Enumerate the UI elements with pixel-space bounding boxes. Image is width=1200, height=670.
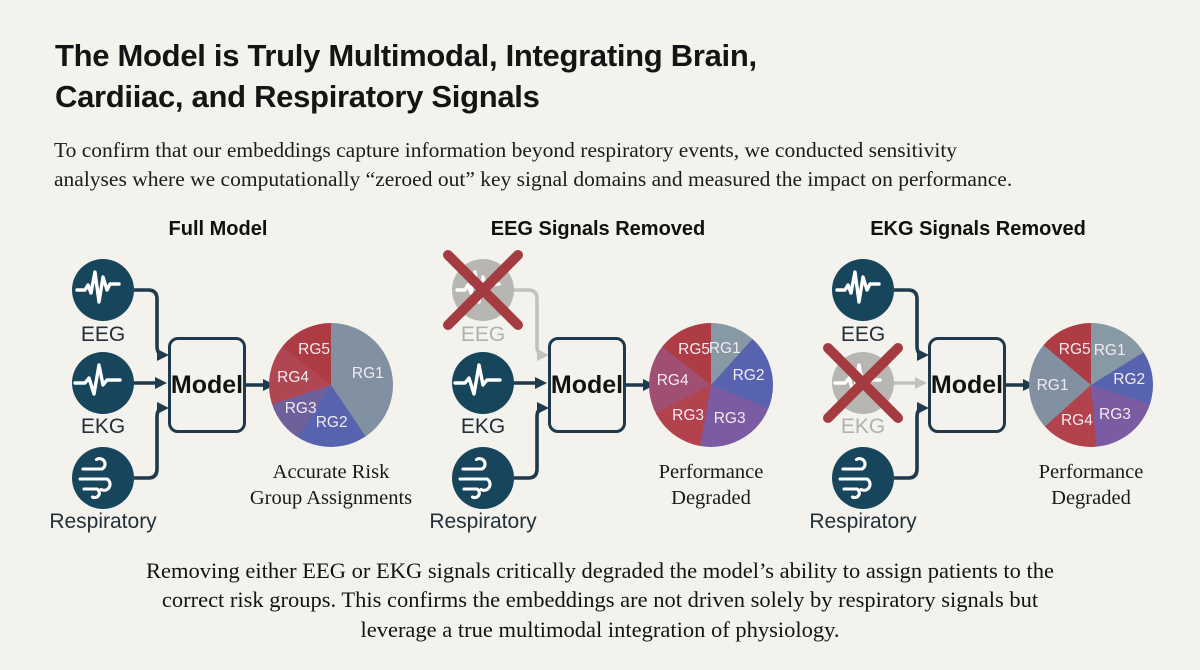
- page-subtitle-line-1: To confirm that our embeddings capture i…: [54, 138, 958, 162]
- pie-slice-label: RG2: [732, 367, 765, 385]
- eeg-label: EEG: [80, 323, 126, 346]
- pie-caption-line-1: Performance: [658, 461, 764, 483]
- pie-slice-label: RG3: [672, 406, 705, 424]
- conclusion-line-3: leverage a true multimodal integration o…: [360, 616, 840, 642]
- pie-caption-line-1: Accurate Risk: [272, 461, 390, 483]
- panel-eeg-removed: EEG Signals Removed EEG EKG Respiratory …: [408, 215, 788, 555]
- pie-slice-label: RG2: [1113, 371, 1146, 389]
- eeg-arrowhead-icon: [537, 349, 549, 361]
- respiratory-arrowhead-icon: [917, 402, 929, 414]
- respiratory-label: Respiratory: [429, 510, 537, 533]
- eeg-circle: [72, 259, 134, 321]
- conclusion-line-2: correct risk groups. This confirms the e…: [161, 587, 1039, 613]
- pie-slice-label: RG4: [277, 369, 310, 387]
- respiratory-label: Respiratory: [809, 510, 917, 533]
- panel-diagram: [823, 259, 1035, 509]
- pie-caption: Performance Degraded: [971, 460, 1200, 511]
- eeg-x-mark-icon: [443, 250, 523, 330]
- pie-slice-label: RG1: [351, 364, 384, 382]
- conclusion-text: Removing either EEG or EKG signals criti…: [0, 556, 1200, 644]
- page-subtitle: To confirm that our embeddings capture i…: [54, 136, 1012, 193]
- respiratory-arrowhead-icon: [537, 402, 549, 414]
- pie-caption-line-2: Group Assignments: [249, 486, 413, 509]
- panel-ekg-removed: EKG Signals Removed EEG EKG Respiratory …: [788, 215, 1168, 555]
- model-box: Model: [168, 337, 246, 433]
- pie-slice-label: RG5: [678, 341, 711, 359]
- model-box: Model: [928, 337, 1006, 433]
- eeg-arrowhead-icon: [157, 349, 169, 361]
- pie-slice-label: RG3: [284, 399, 317, 417]
- ekg-label: EKG: [80, 415, 126, 438]
- model-box: Model: [548, 337, 626, 433]
- pie-caption-line-2: Degraded: [1051, 486, 1131, 509]
- wind-icon: [458, 457, 492, 500]
- panel-diagram: [443, 250, 655, 509]
- ekg-waveform-icon: [453, 363, 502, 396]
- eeg-circle: [832, 259, 894, 321]
- pie-slice-label: RG4: [1060, 411, 1093, 429]
- page-title-line-1: The Model is Truly Multimodal, Integrati…: [55, 38, 757, 73]
- panel-heading: EEG Signals Removed: [490, 218, 706, 240]
- eeg-waveform-icon: [835, 270, 881, 304]
- eeg-label: EEG: [840, 323, 886, 346]
- ekg-arrowhead-icon: [915, 377, 927, 389]
- ekg-label: EKG: [840, 415, 886, 438]
- pie-caption-line-1: Performance: [1038, 461, 1144, 483]
- pie-slice-label: RG3: [713, 409, 746, 427]
- pie-caption: Accurate Risk Group Assignments: [211, 460, 451, 511]
- respiratory-arrowhead-icon: [157, 402, 169, 414]
- pie-slice-label: RG2: [315, 414, 348, 432]
- pie-slice-label: RG1: [1093, 342, 1126, 360]
- ekg-arrowhead-icon: [155, 377, 167, 389]
- pie-caption: Performance Degraded: [591, 460, 831, 511]
- page-title: The Model is Truly Multimodal, Integrati…: [55, 36, 757, 118]
- ekg-label: EKG: [460, 415, 506, 438]
- pie-slice-label: RG5: [298, 341, 331, 359]
- ekg-x-mark-icon: [823, 343, 903, 423]
- page-title-line-2: Cardiiac, and Respiratory Signals: [55, 78, 540, 114]
- panel-full-model: Full Model EEG EKG Respiratory Model RG1…: [28, 215, 412, 555]
- wind-icon: [78, 457, 112, 500]
- panel-heading: EKG Signals Removed: [870, 218, 1086, 240]
- ekg-waveform-icon: [73, 363, 122, 396]
- pie-slice-label: RG1: [708, 340, 741, 358]
- pie-slice-label: RG3: [1099, 406, 1131, 424]
- pie-slice-label: RG4: [656, 372, 689, 390]
- pie-caption-line-2: Degraded: [671, 486, 751, 509]
- conclusion-line-1: Removing either EEG or EKG signals criti…: [146, 558, 1054, 583]
- panel-diagram: [72, 259, 275, 509]
- wind-icon: [838, 457, 872, 500]
- eeg-waveform-icon: [75, 270, 121, 304]
- pie-slice-label: RG1: [1036, 376, 1069, 394]
- page-subtitle-line-2: analyses where we computationally “zeroe…: [54, 166, 1013, 191]
- eeg-arrowhead-icon: [917, 349, 929, 361]
- panel-heading: Full Model: [168, 218, 268, 240]
- ekg-arrowhead-icon: [535, 377, 547, 389]
- pie-slice-label: RG5: [1058, 341, 1091, 359]
- eeg-label: EEG: [460, 323, 506, 346]
- respiratory-label: Respiratory: [49, 510, 157, 533]
